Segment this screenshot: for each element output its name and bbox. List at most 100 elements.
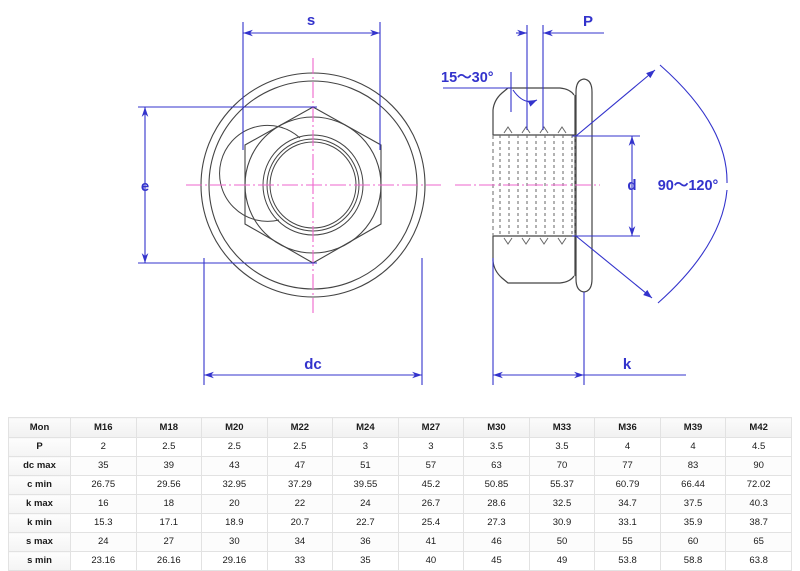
- table-row-label: c min: [8, 475, 71, 495]
- table-cell-value: 4: [594, 437, 661, 457]
- flange-angle-label: 90〜120°: [658, 178, 719, 194]
- table-cell-value: 77: [594, 456, 661, 476]
- table-header-cell-size: M30: [463, 417, 530, 438]
- table-cell-value: 35.9: [659, 513, 727, 533]
- table-row-label: s min: [8, 551, 71, 571]
- table-cell-value: 39.55: [332, 475, 399, 495]
- table-row-label: k min: [8, 513, 71, 533]
- body-lower-outline: [492, 236, 575, 284]
- dim-e-label: e: [141, 178, 149, 195]
- table-cell-value: 22.7: [332, 513, 399, 533]
- table-header-cell-size: M39: [659, 417, 727, 438]
- table-cell-value: 35: [70, 456, 137, 476]
- table-cell-value: 50: [528, 532, 596, 552]
- table-cell-value: 2.5: [135, 437, 203, 457]
- dim-p-label: P: [583, 13, 593, 30]
- table-cell-value: 3: [397, 437, 465, 457]
- table-header-cell-size: M16: [70, 417, 137, 438]
- table-cell-value: 90: [725, 456, 792, 476]
- chamfer-angle-label: 15〜30°: [441, 70, 494, 86]
- table-cell-value: 30: [201, 532, 268, 552]
- table-cell-value: 26.16: [135, 551, 203, 571]
- table-cell-value: 33.1: [594, 513, 661, 533]
- table-cell-value: 24: [332, 494, 399, 514]
- table-cell-value: 43: [201, 456, 268, 476]
- table-cell-value: 29.16: [201, 551, 268, 571]
- table-cell-value: 26.7: [397, 494, 465, 514]
- table-cell-value: 2: [70, 437, 137, 457]
- table-cell-value: 3.5: [463, 437, 530, 457]
- table-cell-value: 2.5: [266, 437, 334, 457]
- table-header-cell-size: M33: [528, 417, 596, 438]
- table-cell-value: 57: [397, 456, 465, 476]
- dim-dc-label: dc: [304, 356, 322, 373]
- table-cell-value: 3.5: [528, 437, 596, 457]
- dim-k-label: k: [623, 356, 632, 373]
- table-cell-value: 32.5: [528, 494, 596, 514]
- table-cell-value: 51: [332, 456, 399, 476]
- table-cell-value: 58.8: [659, 551, 727, 571]
- chamfer-angle-arrow: [512, 89, 538, 107]
- flange-angle-arc-lower: [657, 189, 728, 304]
- table-cell-value: 29.56: [135, 475, 203, 495]
- dimension-flange-angle: [575, 64, 728, 304]
- dimension-k: [492, 258, 686, 385]
- dimension-s: [242, 22, 381, 150]
- table-cell-value: 40: [397, 551, 465, 571]
- flange-angle-arc-upper: [659, 64, 728, 184]
- dim-s-label: s: [307, 12, 315, 29]
- flange-angle-leader-lower: [575, 235, 653, 299]
- table-cell-value: 49: [528, 551, 596, 571]
- technical-drawing: s e dc: [138, 12, 728, 385]
- table-cell-value: 20.7: [266, 513, 334, 533]
- table-cell-value: 50.85: [463, 475, 530, 495]
- table-cell-value: 60: [659, 532, 727, 552]
- table-cell-value: 65: [725, 532, 792, 552]
- table-cell-value: 25.4: [397, 513, 465, 533]
- table-cell-value: 20: [201, 494, 268, 514]
- table-cell-value: 34: [266, 532, 334, 552]
- dimension-e: [138, 106, 317, 264]
- table-cell-value: 30.9: [528, 513, 596, 533]
- table-header-cell-size: M24: [332, 417, 399, 438]
- table-cell-value: 18: [135, 494, 203, 514]
- table-header-cell-size: M42: [725, 417, 792, 438]
- thread-crest-marks: [503, 126, 567, 245]
- table-header-cell-size: M20: [201, 417, 268, 438]
- table-cell-value: 4.5: [725, 437, 792, 457]
- dim-d-label: d: [627, 177, 636, 194]
- flange-angle-leader-upper: [575, 69, 656, 137]
- table-cell-value: 46: [463, 532, 530, 552]
- table-cell-value: 72.02: [725, 475, 792, 495]
- table-cell-value: 38.7: [725, 513, 792, 533]
- table-cell-value: 23.16: [70, 551, 137, 571]
- top-view-centerlines: [186, 58, 441, 313]
- table-cell-value: 47: [266, 456, 334, 476]
- table-cell-value: 63.8: [725, 551, 792, 571]
- table-header-cell-size: M27: [397, 417, 465, 438]
- dimension-p: [516, 25, 604, 130]
- dimension-d: [572, 135, 640, 237]
- table-cell-value: 15.3: [70, 513, 137, 533]
- table-cell-value: 53.8: [594, 551, 661, 571]
- table-cell-value: 39: [135, 456, 203, 476]
- table-cell-value: 34.7: [594, 494, 661, 514]
- table-cell-value: 45.2: [397, 475, 465, 495]
- table-cell-value: 36: [332, 532, 399, 552]
- table-cell-value: 70: [528, 456, 596, 476]
- table-header-cell-size: M22: [266, 417, 334, 438]
- table-cell-value: 33: [266, 551, 334, 571]
- table-cell-value: 55: [594, 532, 661, 552]
- table-cell-value: 37.5: [659, 494, 727, 514]
- table-header-cell-size: M36: [594, 417, 661, 438]
- table-row-label: s max: [8, 532, 71, 552]
- table-cell-value: 37.29: [266, 475, 334, 495]
- table-cell-value: 3: [332, 437, 399, 457]
- table-cell-value: 16: [70, 494, 137, 514]
